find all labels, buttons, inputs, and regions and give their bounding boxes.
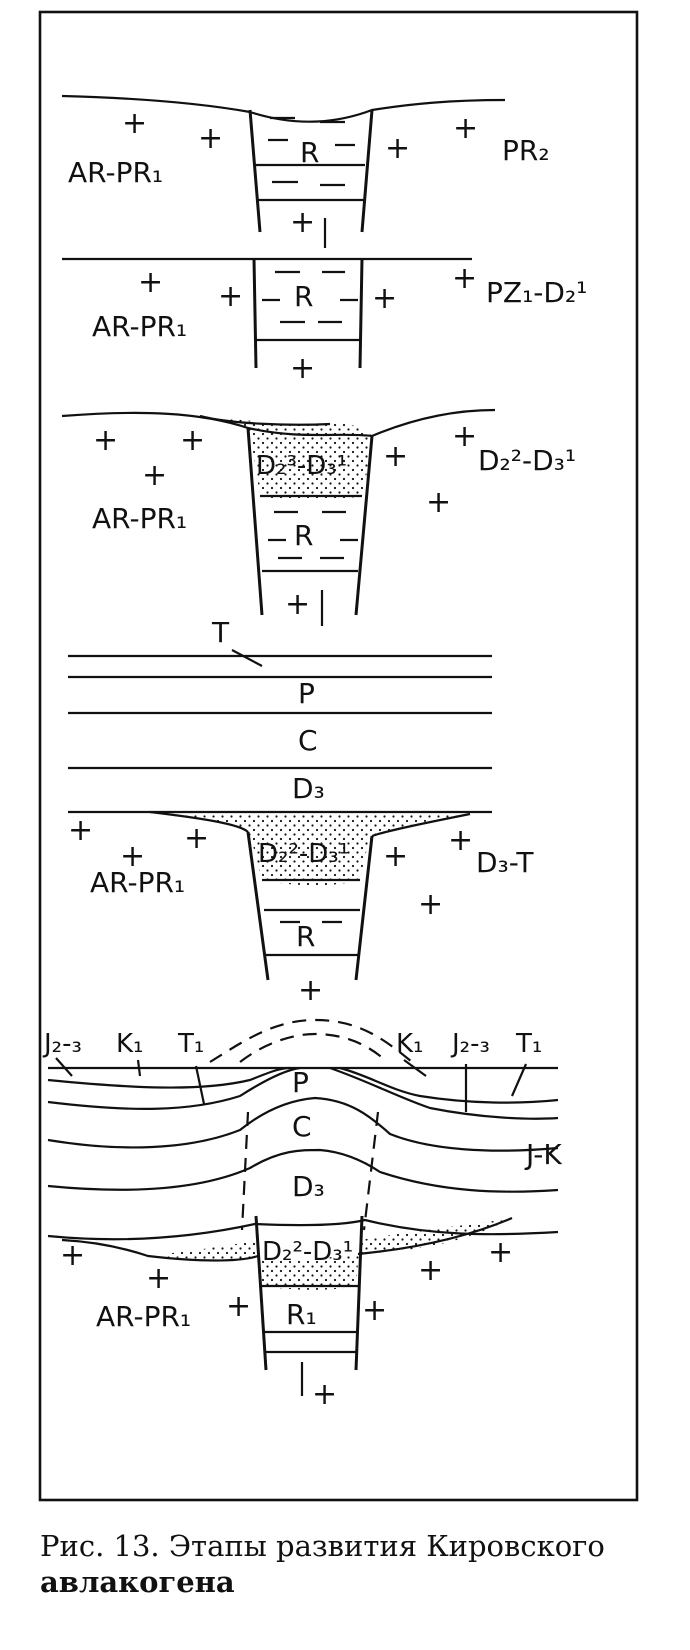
plus-mark: + bbox=[68, 813, 93, 848]
figure-caption: Рис. 13. Этапы развития Кировского авлак… bbox=[40, 1528, 680, 1600]
stage-5-cover-C: C bbox=[292, 1110, 312, 1143]
stage-4-fill-R: R bbox=[296, 920, 315, 953]
stage-3-basement: AR-PR₁ bbox=[92, 502, 187, 535]
stage-1: R AR-PR₁ PR₂ + + + + + bbox=[61, 94, 550, 248]
stage-5: J₂-₃ K₁ T₁ P C D₃ K₁ J₂-₃ T₁ D₂²-D₃¹ R₁ … bbox=[42, 1018, 562, 1412]
plus-mark: + bbox=[180, 423, 205, 458]
plus-mark: + bbox=[138, 265, 163, 300]
stage-3-age: D₂²-D₃¹ bbox=[478, 444, 576, 477]
stage-5-cover-J-right: J₂-₃ bbox=[450, 1029, 490, 1059]
plus-mark: + bbox=[122, 106, 147, 141]
stage-1-fill-R: R bbox=[300, 136, 319, 169]
stage-5-age: J-K bbox=[524, 1138, 562, 1171]
stage-5-fill-D: D₂²-D₃¹ bbox=[262, 1237, 353, 1267]
plus-mark: + bbox=[426, 485, 451, 520]
plus-mark: + bbox=[418, 1253, 443, 1288]
stage-5-cover-K-left: K₁ bbox=[116, 1029, 143, 1059]
stage-4: T P C D₃ D₂²-D₃¹ R AR-PR₁ D₃-T + + + + +… bbox=[68, 616, 534, 1008]
stage-5-cover-P: P bbox=[292, 1066, 309, 1099]
plus-mark: + bbox=[418, 887, 443, 922]
stage-4-age: D₃-T bbox=[476, 846, 534, 879]
stage-5-cover-J: J₂-₃ bbox=[42, 1029, 82, 1059]
plus-mark: + bbox=[372, 281, 397, 316]
plus-mark: + bbox=[146, 1261, 171, 1296]
stage-4-cover-C: C bbox=[298, 724, 318, 757]
plus-mark: + bbox=[218, 279, 243, 314]
stage-4-basement: AR-PR₁ bbox=[90, 866, 185, 899]
plus-mark: + bbox=[290, 351, 315, 386]
plus-mark: + bbox=[452, 261, 477, 296]
plus-mark: + bbox=[312, 1377, 337, 1412]
stage-2: R AR-PR₁ PZ₁-D₂¹ + + + + + bbox=[62, 257, 587, 386]
caption-line-2: авлакогена bbox=[40, 1565, 235, 1599]
plus-mark: + bbox=[142, 458, 167, 493]
stage-5-fill-R: R₁ bbox=[286, 1298, 317, 1331]
stage-5-cover-T-left: T₁ bbox=[177, 1029, 204, 1059]
stage-3: D₂³-D₃¹ R AR-PR₁ D₂²-D₃¹ + + + + + + + bbox=[61, 408, 576, 626]
plus-mark: + bbox=[298, 973, 323, 1008]
stage-4-cover-T: T bbox=[211, 616, 230, 649]
plus-mark: + bbox=[290, 205, 315, 240]
plus-mark: + bbox=[362, 1293, 387, 1328]
plus-mark: + bbox=[120, 839, 145, 874]
stage-1-age: PR₂ bbox=[502, 134, 550, 167]
plus-mark: + bbox=[226, 1289, 251, 1324]
stage-3-fill-D: D₂³-D₃¹ bbox=[256, 451, 347, 481]
stage-3-fill-R: R bbox=[294, 519, 313, 552]
caption-line-1: Рис. 13. Этапы развития Кировского bbox=[40, 1529, 605, 1563]
plus-mark: + bbox=[198, 121, 223, 156]
plus-mark: + bbox=[383, 839, 408, 874]
stage-2-age: PZ₁-D₂¹ bbox=[486, 276, 587, 309]
stage-1-basement: AR-PR₁ bbox=[68, 156, 163, 189]
plus-mark: + bbox=[453, 111, 478, 146]
stage-2-fill-R: R bbox=[294, 280, 313, 313]
plus-mark: + bbox=[448, 823, 473, 858]
plus-mark: + bbox=[285, 587, 310, 622]
figure-frame bbox=[38, 10, 639, 1502]
plus-mark: + bbox=[60, 1238, 85, 1273]
plus-mark: + bbox=[184, 821, 209, 856]
stage-5-cover-D3: D₃ bbox=[292, 1170, 325, 1203]
stage-5-basement: AR-PR₁ bbox=[96, 1300, 191, 1333]
stage-5-cover-T-right: T₁ bbox=[515, 1029, 542, 1059]
stage-4-fill-D: D₂²-D₃¹ bbox=[258, 839, 349, 869]
stage-4-cover-P: P bbox=[298, 677, 315, 710]
plus-mark: + bbox=[452, 419, 477, 454]
plus-mark: + bbox=[383, 439, 408, 474]
plus-mark: + bbox=[93, 423, 118, 458]
stage-2-basement: AR-PR₁ bbox=[92, 310, 187, 343]
plus-mark: + bbox=[385, 131, 410, 166]
plus-mark: + bbox=[488, 1235, 513, 1270]
stage-4-cover-D3: D₃ bbox=[292, 772, 325, 805]
stage-5-cover-K-right: K₁ bbox=[396, 1029, 423, 1059]
